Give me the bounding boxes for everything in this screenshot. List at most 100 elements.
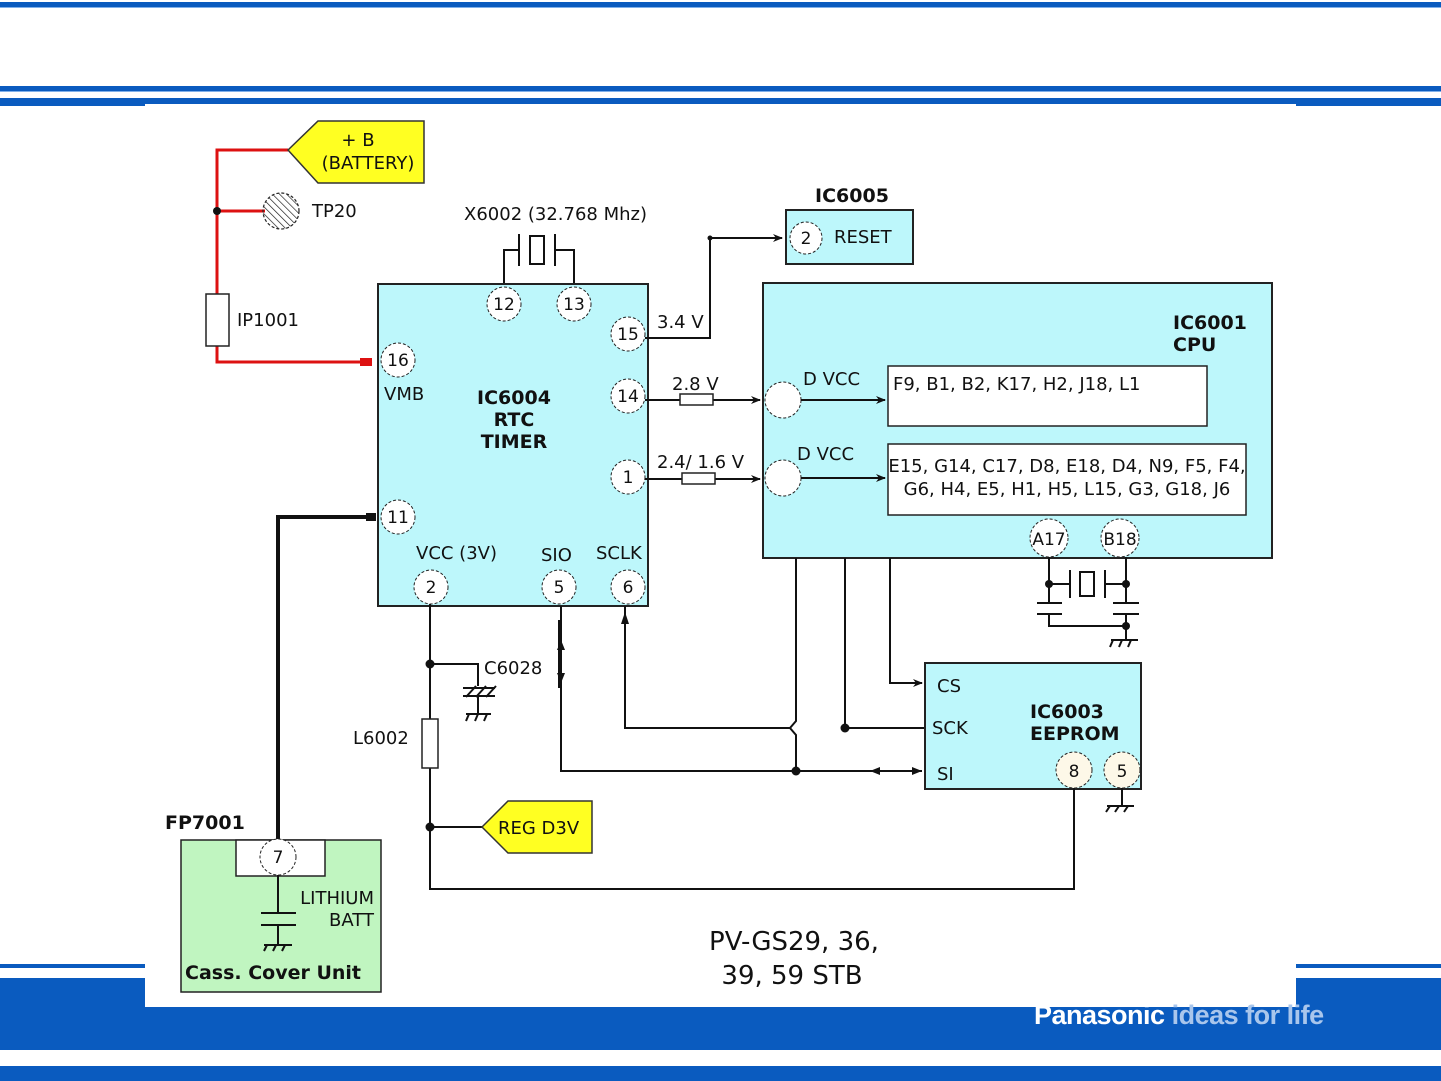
reg-d3v-flag: REG D3V [480, 800, 593, 854]
reset-wire [645, 234, 783, 339]
pin16-connector [360, 358, 372, 366]
pin-1-num: 1 [623, 468, 634, 488]
cpu-internal-wires [801, 396, 886, 482]
pin-14-num: 14 [617, 387, 639, 407]
c6028-label: C6028 [484, 658, 542, 679]
pin-6-label: SCLK [596, 543, 643, 564]
junction-dot [707, 235, 713, 241]
pin-2-label: VCC (3V) [416, 543, 497, 564]
cpu-dvcc-pin-2 [764, 459, 802, 497]
l6002-label: L6002 [353, 728, 409, 749]
voltage-pin14: 2.8 V [672, 374, 719, 395]
cpu-pin-group-2-line2: G6, H4, E5, H1, H5, L15, G3, G18, J6 [904, 479, 1231, 500]
ground-icon [1105, 788, 1134, 813]
pin-6: 6 [610, 569, 646, 605]
tp20-label: TP20 [311, 201, 357, 222]
pin-13-num: 13 [563, 295, 585, 315]
junction-dot [1122, 622, 1130, 630]
batt-label: BATT [329, 910, 375, 931]
pin-2-num: 2 [426, 578, 437, 598]
voltage-pin15: 3.4 V [657, 312, 704, 333]
cass-cover-unit-label: Cass. Cover Unit [185, 962, 361, 984]
pin-15: 15 [610, 316, 646, 352]
header-rule-top [0, 2, 1441, 8]
pin-14: 14 [610, 378, 646, 414]
fp7001-pin-7 [259, 838, 297, 876]
ic6004-subtitle: RTC [494, 409, 535, 431]
pin-5-label: SIO [541, 545, 572, 566]
fp7001-pin-7-num: 7 [273, 848, 284, 868]
pin-12: 12 [486, 286, 522, 322]
ic6005-pin2-num: 2 [801, 229, 812, 249]
pin-6-num: 6 [623, 578, 634, 598]
pin-15-num: 15 [617, 325, 639, 345]
cpu-pin-group-1-text: F9, B1, B2, K17, H2, J18, L1 [893, 374, 1140, 395]
pin-2: 2 [413, 569, 449, 605]
ic6004-rtc-timer [377, 283, 649, 607]
brand-name: Panasonic [1034, 1000, 1165, 1030]
eeprom-bus-wires [558, 558, 925, 772]
ic6005-title: IC6005 [815, 185, 889, 207]
battery-flag: + B (BATTERY) [286, 120, 425, 184]
pin-b18: B18 [1103, 530, 1136, 550]
junction-dot [425, 659, 435, 669]
eeprom-pin-8-num: 8 [1069, 762, 1080, 782]
fp7001-title: FP7001 [165, 812, 245, 834]
eeprom-pin-5 [1103, 751, 1141, 789]
pin11-connector [366, 513, 376, 521]
cpu-pin-group-2-line1: E15, G14, C17, D8, E18, D4, N9, F5, F4, [888, 456, 1245, 477]
dvcc-label-2: D VCC [797, 444, 854, 465]
tp20-testpoint-icon [262, 192, 300, 230]
battery-flag-line1: + B [341, 130, 374, 151]
ic6003-subtitle: EEPROM [1030, 723, 1120, 745]
cpu-crystal-icon [1037, 557, 1139, 648]
pin-1: 1 [610, 459, 646, 495]
crystal-x6002-icon [503, 234, 575, 286]
panasonic-logo: Panasonic ideas for life [1034, 1000, 1324, 1031]
junction-dot [425, 822, 435, 832]
l6002-inductor [421, 718, 439, 769]
dvcc-label-1: D VCC [803, 369, 860, 390]
eeprom-pin-8 [1055, 751, 1093, 789]
junction-dot [213, 207, 221, 215]
pin-a17: A17 [1032, 530, 1065, 550]
pin-16: 16 [380, 342, 416, 378]
ic6001-subtitle: CPU [1173, 334, 1216, 356]
resistor-2v8 [679, 393, 714, 406]
cpu-pin-group-1 [887, 365, 1208, 427]
pin11-to-fp7001-wire [276, 515, 372, 840]
ic6004-title: IC6004 [477, 387, 551, 409]
pin-16-num: 16 [387, 351, 409, 371]
x6002-label: X6002 (32.768 Mhz) [464, 204, 647, 225]
ip1001-fuse [205, 293, 230, 347]
ic6003-title: IC6003 [1030, 701, 1104, 723]
cpu-dvcc-pin-1 [764, 381, 802, 419]
junction-dot [791, 766, 801, 776]
eeprom-cs-label: CS [937, 676, 961, 697]
ic6004-function: TIMER [481, 431, 548, 453]
eeprom-pin-5-num: 5 [1117, 762, 1128, 782]
model-caption-line2: 39, 59 STB [721, 961, 862, 991]
footer-band-bottom [0, 1066, 1441, 1081]
pin-16-label: VMB [384, 384, 424, 405]
battery-wire [215, 148, 370, 364]
junction-dot [840, 723, 850, 733]
ic6004-pins: 12 13 15 16 VMB 14 1 11 VCC (3V) SIO SCL… [380, 286, 646, 605]
sclk-arrow-icon [621, 612, 629, 624]
cpu-xtal-pins: A17 B18 [1029, 518, 1140, 558]
reg-d3v-label: REG D3V [498, 818, 580, 839]
junction-dot [1122, 580, 1130, 588]
cpu-pin-group-2 [887, 443, 1247, 516]
header-rule-bottom [0, 98, 1441, 106]
sio-bidir-arrow-icon [557, 640, 565, 683]
ic6003-eeprom [924, 662, 1142, 790]
pin-12-num: 12 [493, 295, 515, 315]
voltage-pin1: 2.4/ 1.6 V [657, 452, 745, 473]
ic6005-pin2 [789, 221, 823, 255]
lithium-battery-icon [261, 875, 296, 952]
lithium-label: LITHIUM [300, 888, 374, 909]
c6028-capacitor-icon [463, 685, 497, 722]
model-caption-line1: PV-GS29, 36, [709, 927, 879, 957]
header-rule-middle [0, 86, 1441, 92]
resistor-2v4 [681, 472, 716, 485]
